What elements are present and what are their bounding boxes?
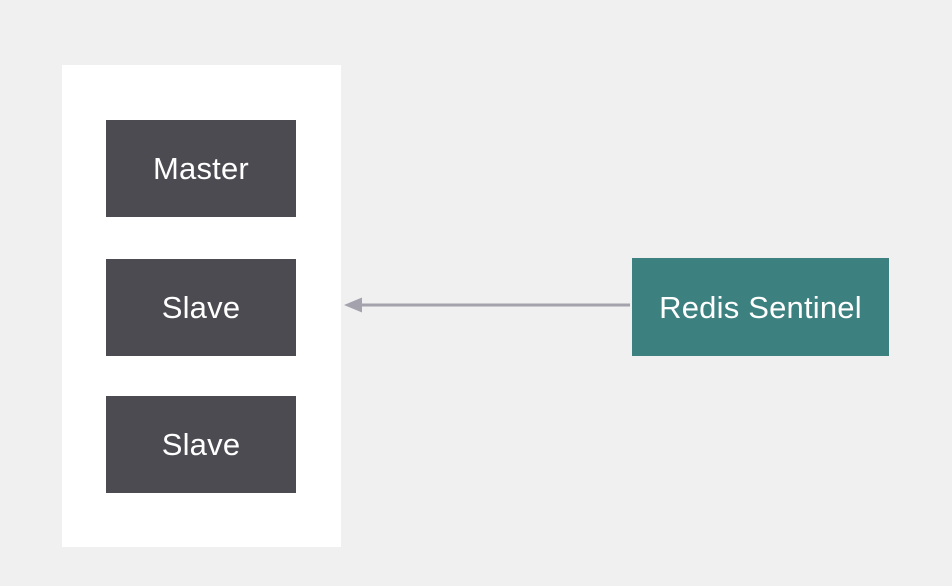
node-redis-sentinel-label: Redis Sentinel: [659, 289, 862, 325]
sentinel-to-cluster-arrow[interactable]: [340, 288, 630, 322]
arrow-head-icon: [344, 297, 362, 313]
node-slave-2[interactable]: Slave: [106, 396, 296, 493]
node-slave-1[interactable]: Slave: [106, 259, 296, 356]
node-master-label: Master: [153, 151, 249, 186]
node-slave-2-label: Slave: [161, 427, 241, 462]
node-slave-1-label: Slave: [161, 290, 241, 325]
node-master[interactable]: Master: [106, 120, 296, 217]
node-redis-sentinel[interactable]: Redis Sentinel: [632, 258, 889, 356]
